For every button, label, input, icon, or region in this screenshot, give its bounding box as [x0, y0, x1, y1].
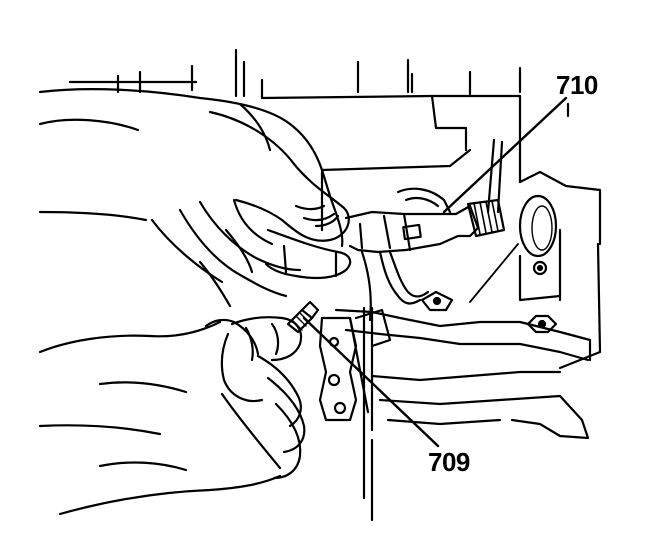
- engine-bracket: [334, 290, 592, 440]
- callout-709: 709: [428, 447, 470, 477]
- flange-plate: [318, 316, 370, 422]
- lower-hand: [38, 316, 306, 516]
- mounting-boss: [518, 194, 562, 334]
- upper-hand: [38, 88, 352, 308]
- top-hatch-marks: [68, 48, 570, 118]
- knurled-cap: [466, 198, 506, 238]
- connector-710: [344, 187, 506, 322]
- callout-710: 710: [556, 70, 598, 100]
- vertical-rails: [354, 306, 392, 522]
- leader-lines: [302, 96, 568, 448]
- sensor-709: [286, 300, 320, 334]
